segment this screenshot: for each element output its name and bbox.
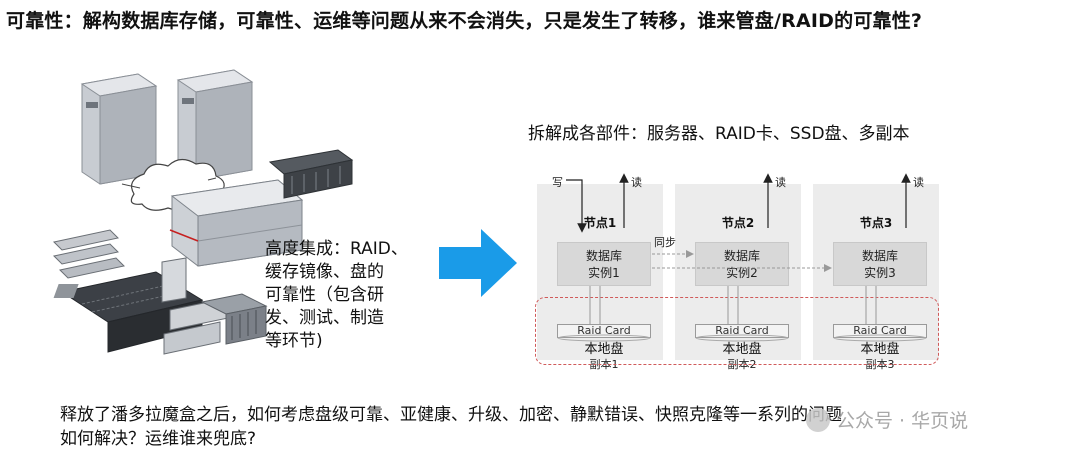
ssd-module bbox=[268, 149, 354, 199]
db-label: 数据库 bbox=[723, 249, 760, 263]
bottom-line: 如何解决？运维谁来兜底? bbox=[60, 429, 257, 449]
bottom-question: 释放了潘多拉魔盒之后，如何考虑盘级可靠、亚健康、升级、加密、静默错误、快照克隆等… bbox=[60, 403, 842, 451]
sync-label: 同步 bbox=[654, 236, 676, 249]
db-instance-label: 实例3 bbox=[864, 266, 896, 280]
db-instance-label: 实例2 bbox=[726, 266, 758, 280]
db-instance-label: 实例1 bbox=[588, 266, 620, 280]
slide-title: 可靠性：解构数据库存储，可靠性、运维等问题从来不会消失，只是发生了转移，谁来管盘… bbox=[6, 10, 923, 32]
integration-line: 可靠性（包含研 bbox=[265, 285, 384, 305]
read-label: 读 bbox=[631, 176, 642, 189]
node-title: 节点3 bbox=[859, 216, 893, 230]
db-label: 数据库 bbox=[585, 249, 622, 263]
integration-note: 高度集成：RAID、 缓存镜像、盘的 可靠性（包含研 发、测试、制造 等环节) bbox=[265, 238, 445, 353]
node-panel-2: 节点2 数据库 实例2 Raid Card 本地盘 副本2 bbox=[675, 184, 801, 371]
local-disk-label: 本地盘 bbox=[722, 342, 762, 357]
read-label: 读 bbox=[913, 176, 924, 189]
local-disk-label: 本地盘 bbox=[584, 342, 624, 357]
integration-line: 缓存镜像、盘的 bbox=[265, 262, 384, 282]
integration-line: 高度集成：RAID、 bbox=[265, 239, 408, 259]
node-title: 节点1 bbox=[583, 216, 617, 230]
node-panel-1: 节点1 数据库 实例1 Raid Card 本地盘 副本1 bbox=[537, 184, 663, 371]
tower-server-2 bbox=[176, 69, 254, 181]
db-instance-box: 数据库 实例2 bbox=[695, 242, 789, 286]
db-instance-box: 数据库 实例3 bbox=[833, 242, 927, 286]
wechat-icon bbox=[806, 407, 830, 432]
write-arrow bbox=[566, 179, 587, 233]
local-disk-label: 本地盘 bbox=[860, 342, 900, 357]
watermark: 公众号 · 华页说 bbox=[806, 406, 968, 433]
read-label: 读 bbox=[775, 176, 786, 189]
integration-line: 等环节) bbox=[265, 331, 323, 351]
node-panel-3: 节点3 数据库 实例3 Raid Card 本地盘 副本3 bbox=[813, 184, 939, 371]
exploded-components bbox=[52, 229, 268, 355]
diagram-connectors bbox=[557, 173, 927, 342]
db-label: 数据库 bbox=[861, 249, 898, 263]
integration-line: 发、测试、制造 bbox=[265, 308, 384, 328]
watermark-text: 公众号 · 华页说 bbox=[836, 410, 969, 432]
db-instance-box: 数据库 实例1 bbox=[557, 242, 651, 286]
tower-server-1 bbox=[80, 73, 158, 185]
write-label: 写 bbox=[552, 176, 563, 189]
bottom-line: 释放了潘多拉魔盒之后，如何考虑盘级可靠、亚健康、升级、加密、静默错误、快照克隆等… bbox=[60, 405, 842, 425]
replica-architecture-diagram: 节点1 数据库 实例1 Raid Card 本地盘 副本1 节点2 数据库 实例… bbox=[530, 170, 950, 371]
hardware-illustration bbox=[52, 69, 354, 355]
disk-cylinder-icon bbox=[557, 334, 927, 342]
right-arrow-icon bbox=[439, 229, 517, 297]
rack-server bbox=[169, 179, 304, 267]
raid-card-box: Raid Card bbox=[695, 324, 789, 338]
raid-card-box: Raid Card bbox=[833, 324, 927, 338]
raid-card-box: Raid Card bbox=[557, 324, 651, 338]
node-title: 节点2 bbox=[721, 216, 755, 230]
local-storage-frame bbox=[535, 297, 939, 365]
decomposition-caption: 拆解成各部件：服务器、RAID卡、SSD盘、多副本 bbox=[528, 124, 910, 144]
